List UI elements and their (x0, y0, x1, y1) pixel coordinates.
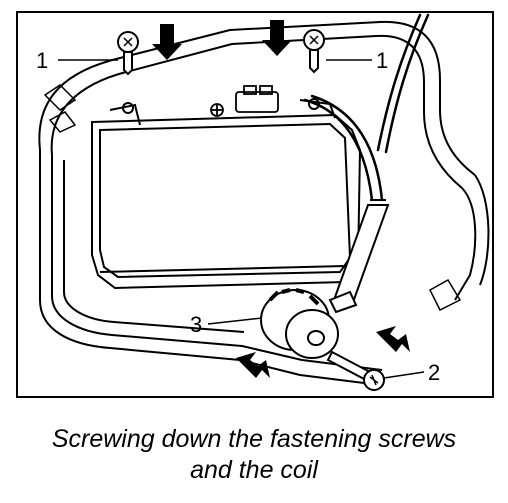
module-bracket (91, 99, 362, 290)
side-clips (43, 84, 462, 312)
callout-screw-left: 1 (36, 48, 48, 73)
arrow-down-right-icon (262, 20, 292, 56)
connector (210, 85, 279, 117)
figure-caption: Screwing down the fastening screws and t… (0, 424, 508, 486)
screw-right (303, 29, 325, 110)
screw-left (117, 31, 139, 114)
callout-screw-bottom: 2 (428, 360, 440, 385)
leader-lines (58, 59, 425, 379)
cable (303, 13, 430, 202)
arrow-down-left-icon (152, 24, 182, 60)
arrow-coil-icon (236, 352, 270, 378)
caption-line-2: and the coil (190, 456, 318, 484)
caption-line-1: Screwing down the fastening screws (51, 425, 457, 453)
screw-bottom (326, 350, 385, 391)
arrow-screw-icon (376, 326, 410, 352)
callout-screw-right: 1 (376, 48, 388, 73)
cable-sleeve (332, 199, 390, 307)
callout-coil: 3 (190, 312, 202, 337)
housing-frame (38, 20, 490, 386)
coil-part (260, 288, 358, 359)
figure-border (16, 11, 494, 398)
